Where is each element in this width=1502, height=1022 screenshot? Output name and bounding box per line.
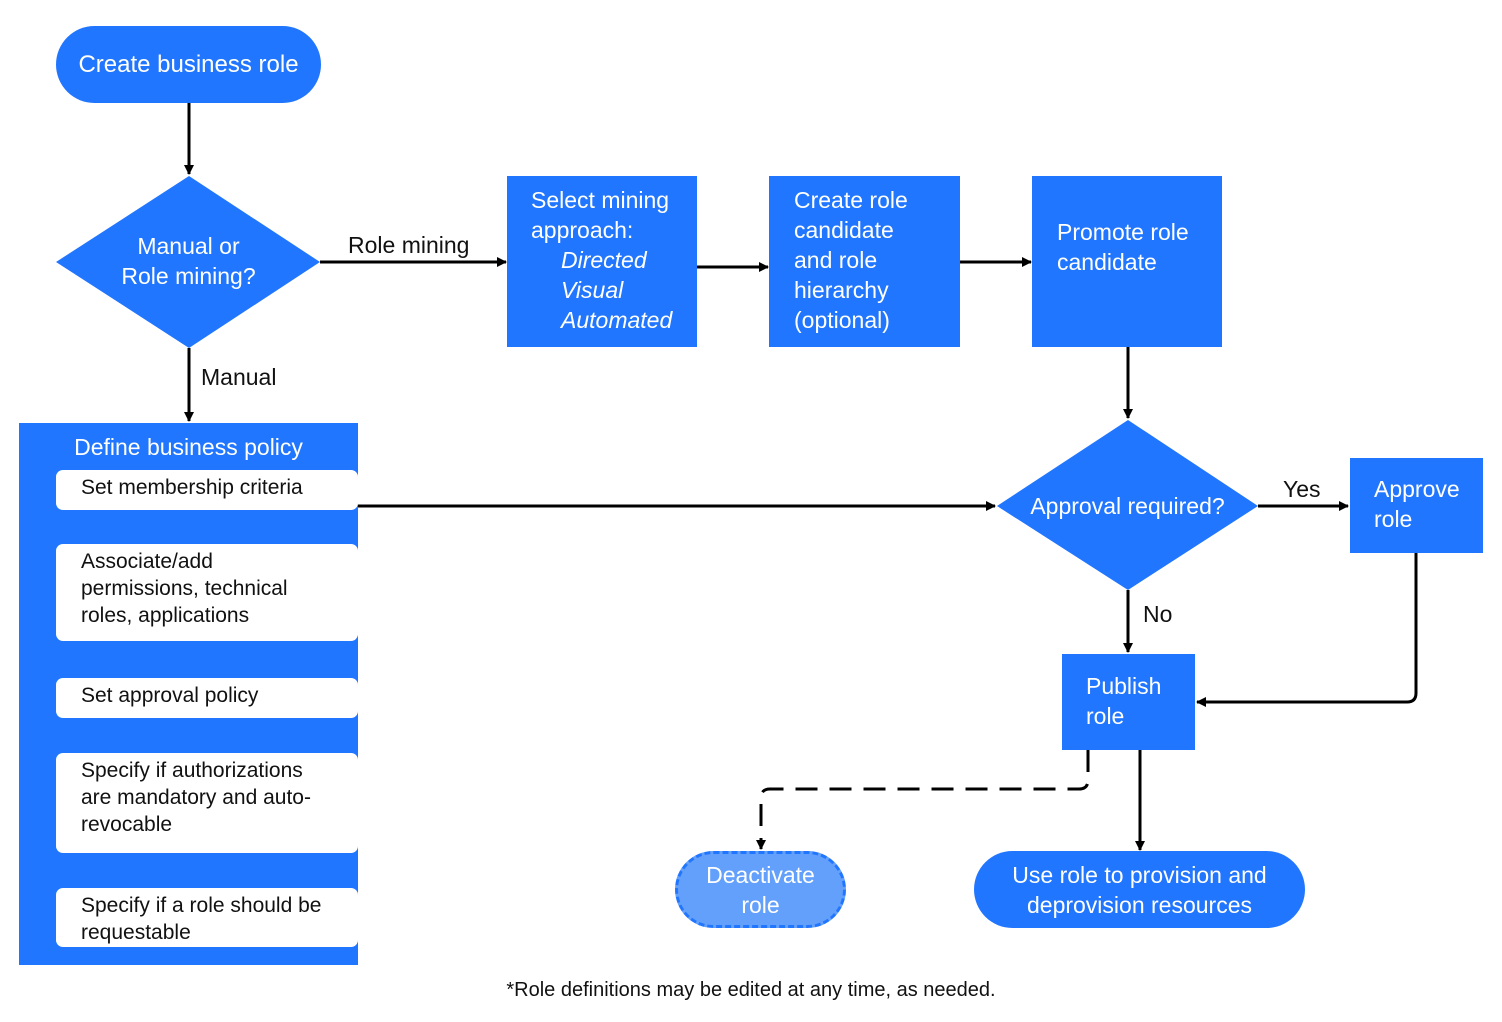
- mining-option-automated: Automated: [561, 307, 673, 333]
- deactivate-line-1: Deactivate: [706, 861, 815, 888]
- deactivate-role-node[interactable]: Deactivate role: [675, 851, 846, 928]
- select-mining-line-2: approach:: [531, 217, 634, 243]
- arrow-publish-to-deactivate: [756, 750, 1090, 850]
- decision-manual-line-1: Manual or: [137, 233, 240, 259]
- create-business-role-label: Create business role: [78, 50, 299, 78]
- decision-diamond-approval[interactable]: [997, 420, 1258, 590]
- use-role-provision-node[interactable]: Use role to provision and deprovision re…: [974, 851, 1305, 928]
- publish-role-node[interactable]: Publish role: [1062, 654, 1195, 750]
- decision-manual-label: Manual or Role mining?: [56, 231, 321, 291]
- deactivate-line-2: role: [741, 891, 780, 918]
- approve-role-node[interactable]: Approve role: [1350, 458, 1483, 553]
- create-candidate-line-2: candidate: [794, 217, 894, 243]
- create-role-candidate-node[interactable]: Create role candidate and role hierarchy…: [769, 176, 960, 347]
- define-business-policy-panel[interactable]: Define business policy Set membership cr…: [19, 423, 358, 965]
- decision-approval-label: Approval required?: [1030, 493, 1225, 519]
- create-candidate-line-1: Create role: [794, 187, 908, 213]
- policy-step-membership[interactable]: Set membership criteria: [56, 470, 358, 510]
- policy-step-approval[interactable]: Set approval policy: [56, 678, 358, 718]
- create-candidate-line-3: and role: [794, 247, 878, 273]
- promote-role-candidate-node[interactable]: Promote role candidate: [1032, 176, 1222, 347]
- publish-line-2: role: [1086, 703, 1125, 729]
- define-business-policy-title: Define business policy: [74, 434, 303, 460]
- create-candidate-line-4: hierarchy: [794, 277, 889, 303]
- edge-label-yes: Yes: [1283, 476, 1321, 502]
- edge-label-role-mining: Role mining: [348, 232, 470, 258]
- decision-diamond-manual[interactable]: [56, 176, 320, 348]
- arrow-approve-to-publish: [1196, 553, 1418, 707]
- decision-manual-line-2: Role mining?: [121, 263, 256, 289]
- promote-line-1: Promote role: [1057, 218, 1189, 245]
- policy-step-permissions[interactable]: Associate/add permissions, technical rol…: [56, 544, 358, 641]
- create-candidate-line-5: (optional): [794, 307, 890, 333]
- use-role-line-2: deprovision resources: [1026, 891, 1252, 918]
- edge-label-no: No: [1143, 601, 1173, 627]
- policy-step-requestable[interactable]: Specify if a role should be requestable: [56, 888, 358, 947]
- create-business-role-node[interactable]: Create business role: [56, 26, 321, 103]
- use-role-line-1: Use role to provision and: [1012, 861, 1267, 888]
- select-mining-approach-node[interactable]: Select mining approach: Directed Visual …: [507, 176, 697, 347]
- approve-line-2: role: [1374, 506, 1413, 532]
- edge-label-manual: Manual: [201, 364, 277, 390]
- policy-step-authorizations[interactable]: Specify if authorizations are mandatory …: [56, 753, 358, 853]
- promote-line-2: candidate: [1057, 248, 1157, 275]
- publish-line-1: Publish: [1086, 673, 1162, 699]
- approve-line-1: Approve: [1374, 476, 1460, 502]
- footnote: *Role definitions may be edited at any t…: [506, 979, 996, 1001]
- select-mining-line-1: Select mining: [531, 187, 670, 213]
- mining-option-directed: Directed: [561, 247, 647, 273]
- mining-option-visual: Visual: [561, 277, 624, 303]
